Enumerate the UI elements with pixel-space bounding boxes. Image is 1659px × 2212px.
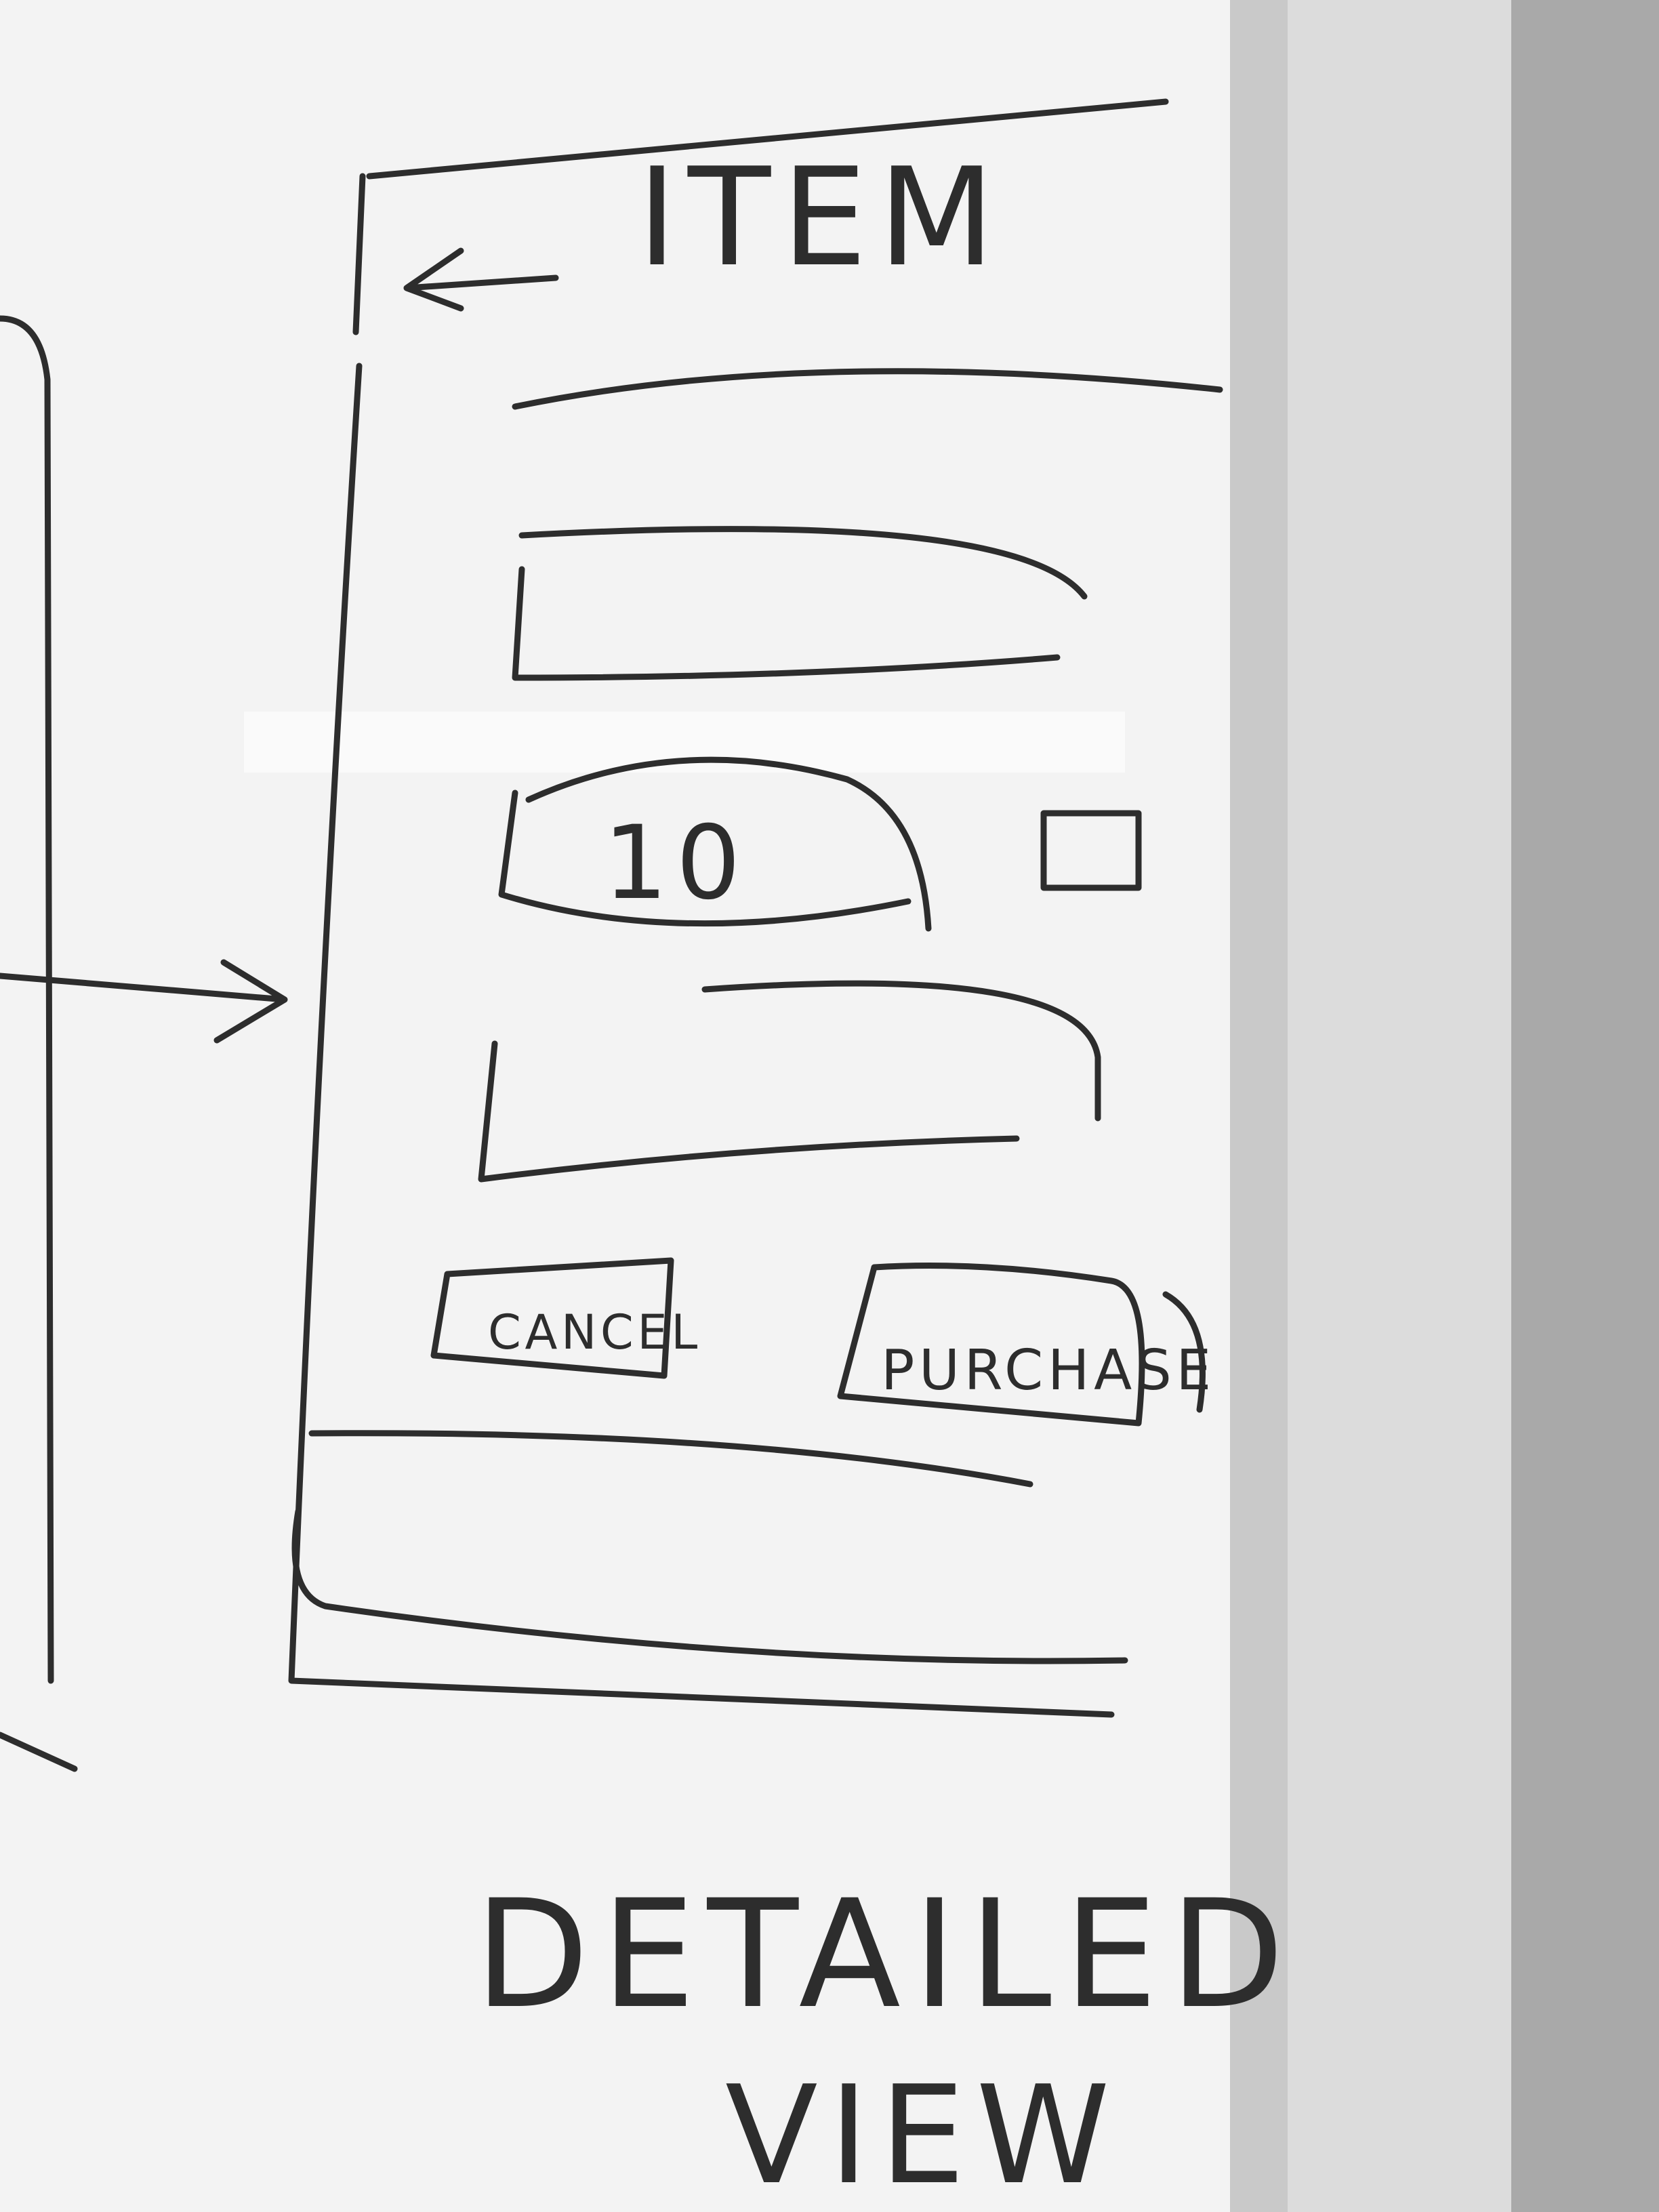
whiteboard: [0, 0, 1230, 2212]
bottom-bar: [308, 1430, 1033, 1488]
cancel-button-outline: [430, 1257, 674, 1379]
left-phone-outline: [0, 315, 54, 1684]
field-1: [512, 526, 1088, 681]
purchase-button[interactable]: PURCHASE: [881, 1338, 1216, 1403]
phone-outline: [288, 98, 1169, 1718]
wall-shadow: [1511, 0, 1659, 2212]
caption-line-2: VIEW: [725, 2057, 1121, 2212]
marker-sketch: [0, 98, 1223, 1772]
bottom-panel: [291, 1508, 1128, 1664]
screen-title: ITEM: [637, 139, 1006, 297]
field-3: [478, 980, 1101, 1183]
back-arrow-icon: [403, 247, 559, 312]
board-frame: [1228, 0, 1288, 2212]
connector-arrow: [0, 959, 288, 1044]
quantity-field: [498, 756, 932, 932]
purchase-button-outline: [837, 1263, 1206, 1427]
header-bar: [512, 368, 1223, 410]
left-phone-bottom: [0, 1732, 78, 1772]
door-frame: [1288, 0, 1518, 2212]
checkbox-icon[interactable]: [1040, 810, 1142, 891]
cancel-button[interactable]: CANCEL: [488, 1305, 701, 1360]
quantity-value: 10: [603, 804, 749, 922]
caption-line-1: DETAILED: [474, 1868, 1296, 2041]
